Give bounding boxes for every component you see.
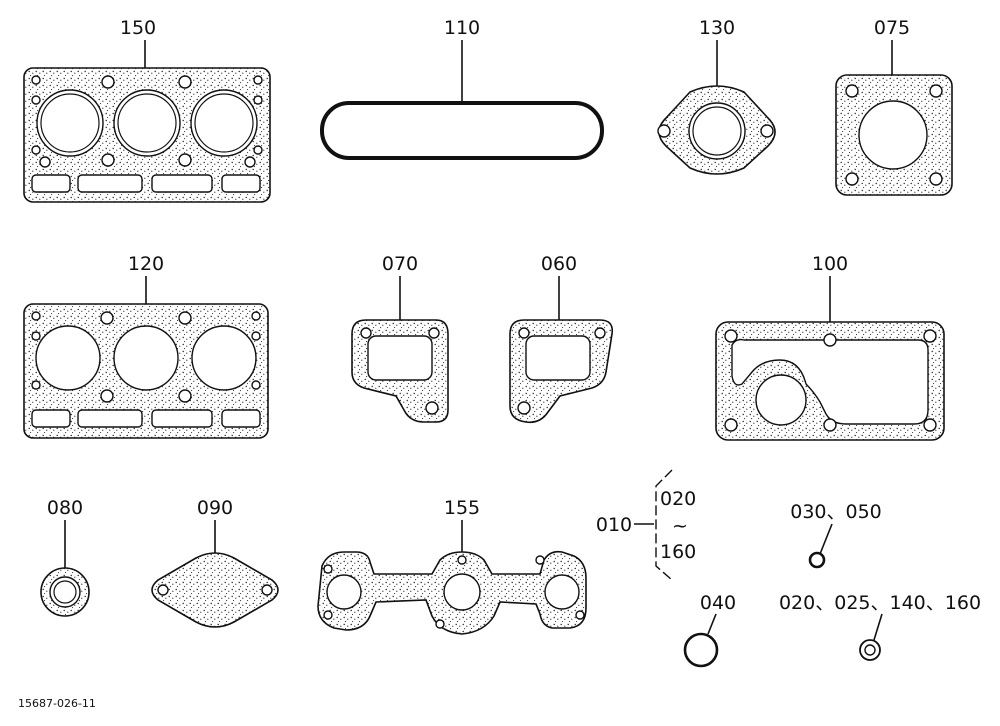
label-060: 060 <box>541 253 577 275</box>
label-075: 075 <box>874 17 910 39</box>
label-160-range-end: 160 <box>660 541 696 563</box>
part-110-seal-loop[interactable]: 110 <box>320 17 604 160</box>
label-020-range-start: 020 <box>660 488 696 510</box>
label-030-050: 030、050 <box>790 501 882 523</box>
label-120: 120 <box>128 253 164 275</box>
part-150-head-gasket[interactable]: 150 <box>23 17 271 203</box>
part-010-range-group[interactable]: 010 020 ~ 160 <box>596 469 696 581</box>
label-150: 150 <box>120 17 156 39</box>
label-040: 040 <box>700 592 736 614</box>
label-130: 130 <box>699 17 735 39</box>
part-080-seal[interactable]: 080 <box>40 497 90 617</box>
part-060-gasket[interactable]: 060 <box>509 253 614 424</box>
part-020-025-140-160-washer[interactable]: 020、025、140、160 <box>779 592 981 661</box>
label-070: 070 <box>382 253 418 275</box>
label-110: 110 <box>444 17 480 39</box>
range-tilde: ~ <box>672 515 688 537</box>
label-020-025-140-160: 020、025、140、160 <box>779 592 981 614</box>
label-010: 010 <box>596 514 632 536</box>
label-155: 155 <box>444 497 480 519</box>
label-090: 090 <box>197 497 233 519</box>
part-030-050-oring[interactable]: 030、050 <box>790 501 882 569</box>
part-100-cover-gasket[interactable]: 100 <box>715 253 945 441</box>
part-090-cover-plate[interactable]: 090 <box>151 497 279 628</box>
part-075-square-gasket[interactable]: 075 <box>835 17 953 196</box>
label-100: 100 <box>812 253 848 275</box>
part-130-flange-gasket[interactable]: 130 <box>657 17 776 175</box>
drawing-number: 15687-026-11 <box>18 697 96 710</box>
part-040-oring[interactable]: 040 <box>683 592 736 668</box>
label-080: 080 <box>47 497 83 519</box>
part-120-head-gasket[interactable]: 120 <box>23 253 269 439</box>
part-155-manifold-gasket[interactable]: 155 <box>317 497 587 635</box>
part-070-gasket[interactable]: 070 <box>351 253 449 423</box>
